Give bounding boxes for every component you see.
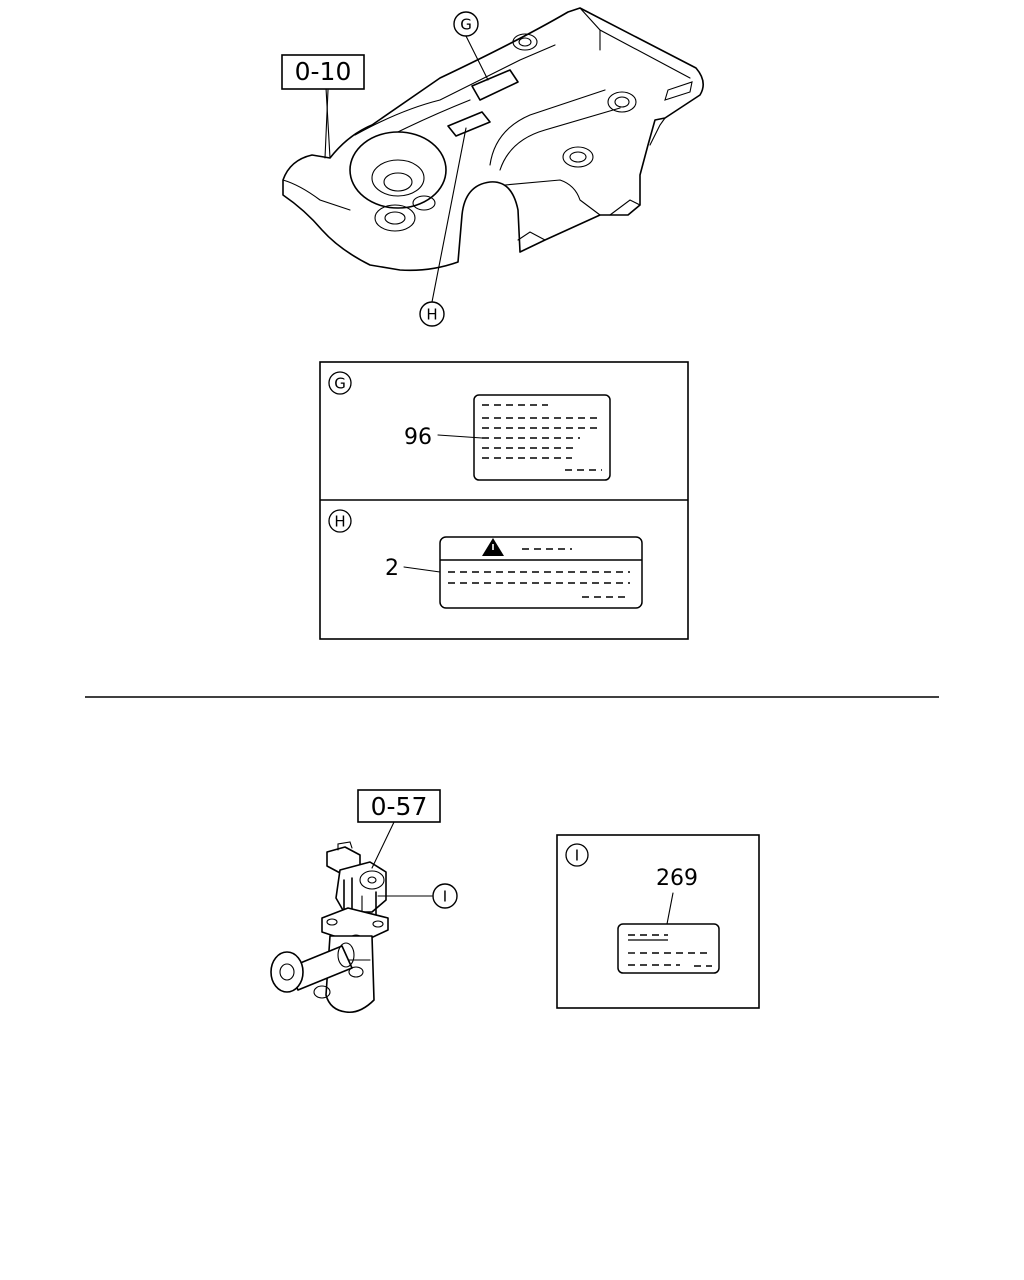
part-ref-bottom-text: 0-57 — [371, 792, 428, 821]
callout-i-bottom: I — [432, 883, 458, 909]
housing-drawing — [282, 7, 704, 303]
detail-g-callout-text: G — [334, 375, 346, 393]
callout-i-bottom-text: I — [443, 888, 447, 906]
label-number-269: 269 — [656, 866, 698, 891]
callout-g-top-text: G — [460, 16, 472, 34]
label-plate-i — [617, 923, 720, 974]
label-number-2: 2 — [385, 556, 399, 581]
detail-h: H 2 — [328, 509, 643, 609]
detail-box-i: I 269 — [556, 834, 760, 1009]
part-ref-0-57: 0-57 — [357, 789, 441, 823]
detail-g: G 96 — [328, 371, 611, 481]
part-ref-0-10: 0-10 — [281, 54, 365, 90]
detail-h-callout-text: H — [334, 513, 345, 531]
callout-h-top-text: H — [426, 306, 437, 324]
detail-i-callout-text: I — [575, 847, 579, 865]
valve-drawing — [270, 819, 433, 1014]
part-ref-top-text: 0-10 — [295, 57, 352, 86]
callout-g-top: G — [453, 11, 479, 37]
callout-h-top: H — [419, 301, 445, 327]
detail-box-gh: G 96 H 2 — [319, 361, 689, 640]
label-number-96: 96 — [404, 425, 432, 450]
